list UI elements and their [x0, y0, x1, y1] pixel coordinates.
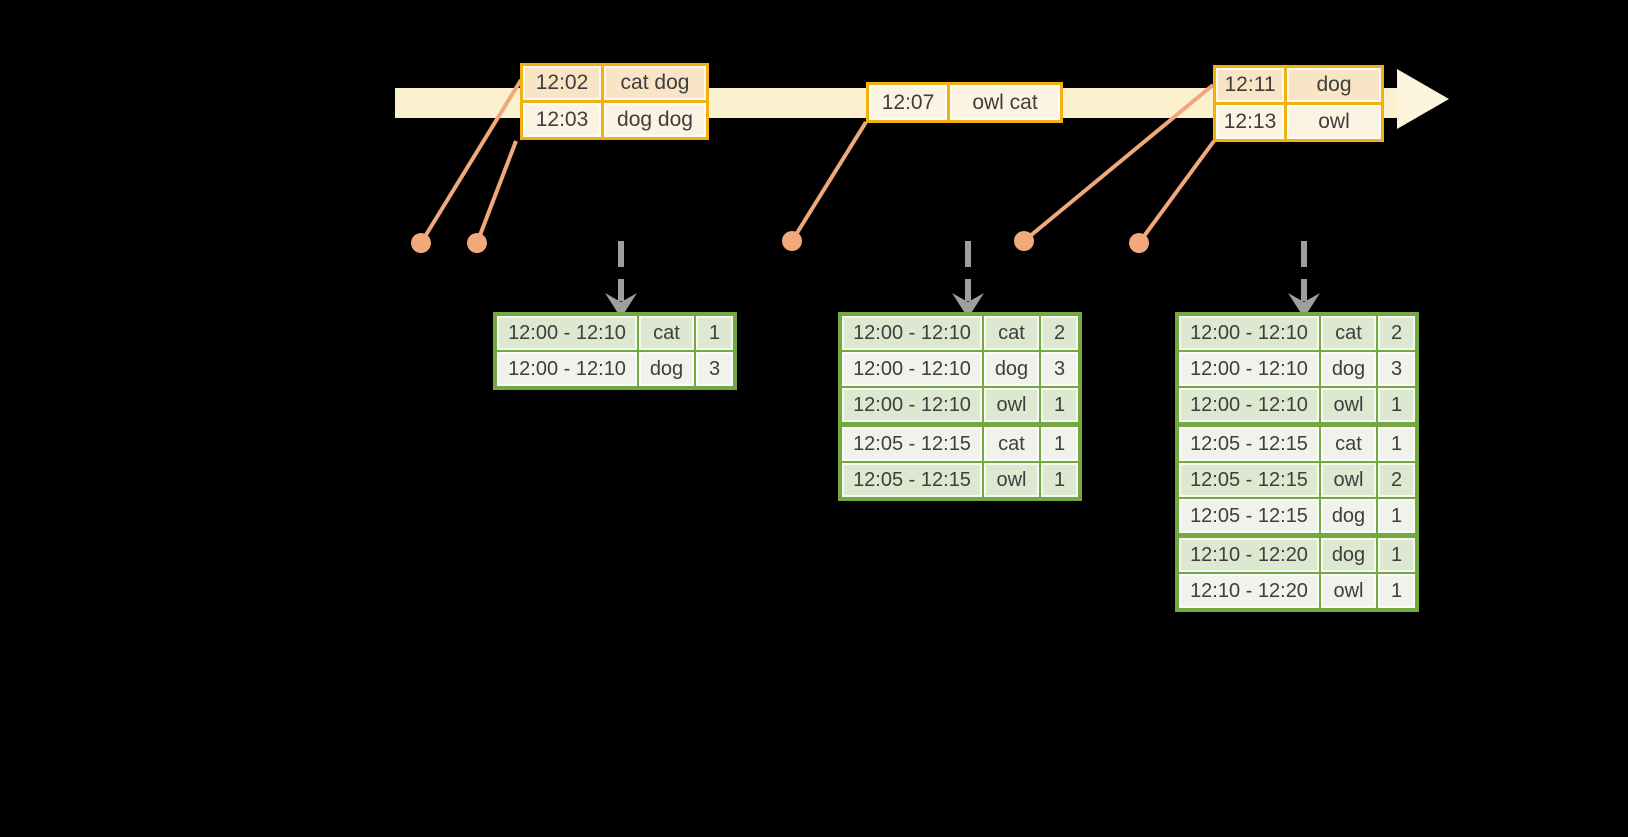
result-table-3: 12:00 - 12:10 cat 2 12:00 - 12:10 dog 3 … [1175, 312, 1419, 612]
event-connector-line [1022, 83, 1215, 243]
event-words-cell: dog [1284, 65, 1384, 105]
word-cell: dog [982, 350, 1041, 388]
count-cell: 2 [1376, 313, 1418, 352]
window-cell: 12:00 - 12:10 [1176, 313, 1321, 352]
event-dot [782, 231, 802, 251]
window-cell: 12:05 - 12:15 [1176, 497, 1321, 537]
event-connector-line [790, 120, 868, 243]
event-words-cell: dog dog [601, 100, 709, 140]
count-cell: 1 [1376, 386, 1418, 426]
count-cell: 1 [1376, 533, 1418, 574]
window-cell: 12:05 - 12:15 [1176, 422, 1321, 463]
window-cell: 12:05 - 12:15 [1176, 461, 1321, 499]
result-row: 12:05 - 12:15 cat 1 [1176, 422, 1418, 463]
result-row: 12:00 - 12:10 cat 2 [839, 313, 1081, 352]
event-time-cell: 12:07 [866, 82, 950, 123]
count-cell: 2 [1376, 461, 1418, 499]
window-cell: 12:00 - 12:10 [494, 313, 639, 352]
event-dot [411, 233, 431, 253]
count-cell: 1 [1376, 497, 1418, 537]
word-cell: dog [1319, 533, 1378, 574]
event-time-cell: 12:02 [520, 63, 604, 103]
trigger-arrowhead-icon [1288, 293, 1320, 318]
count-cell: 3 [1376, 350, 1418, 388]
event-row: 12:13 owl [1213, 102, 1384, 142]
trigger-arrows [605, 241, 1320, 318]
count-cell: 1 [1376, 572, 1418, 611]
word-cell: dog [637, 350, 696, 389]
word-cell: owl [1319, 461, 1378, 499]
window-cell: 12:00 - 12:10 [1176, 386, 1321, 426]
input-table-3: 12:11 dog 12:13 owl [1213, 65, 1384, 142]
count-cell: 1 [1039, 461, 1081, 500]
window-cell: 12:05 - 12:15 [839, 461, 984, 500]
word-cell: dog [1319, 497, 1378, 537]
word-cell: cat [982, 313, 1041, 352]
event-row: 12:03 dog dog [520, 100, 709, 140]
result-row: 12:10 - 12:20 owl 1 [1176, 572, 1418, 611]
count-cell: 3 [694, 350, 736, 389]
result-row: 12:00 - 12:10 dog 3 [1176, 350, 1418, 388]
timeline-arrowhead-icon [1397, 69, 1449, 129]
word-cell: cat [637, 313, 696, 352]
result-row: 12:00 - 12:10 dog 3 [494, 350, 736, 389]
word-cell: owl [1319, 386, 1378, 426]
window-cell: 12:00 - 12:10 [1176, 350, 1321, 388]
event-row: 12:11 dog [1213, 65, 1384, 105]
result-row: 12:05 - 12:15 owl 2 [1176, 461, 1418, 499]
event-connector-line [475, 140, 518, 244]
event-connector-line [1137, 139, 1216, 245]
trigger-arrowhead-icon [605, 293, 637, 318]
word-cell: dog [1319, 350, 1378, 388]
event-time-cell: 12:13 [1213, 102, 1287, 142]
event-words-cell: owl cat [947, 82, 1063, 123]
event-dot [1129, 233, 1149, 253]
event-row: 12:02 cat dog [520, 63, 709, 103]
window-cell: 12:10 - 12:20 [1176, 572, 1321, 611]
trigger-arrowhead-icon [952, 293, 984, 318]
input-table-1: 12:02 cat dog 12:03 dog dog [520, 63, 709, 140]
result-table-1: 12:00 - 12:10 cat 1 12:00 - 12:10 dog 3 [493, 312, 737, 390]
event-time-cell: 12:03 [520, 100, 604, 140]
result-row: 12:00 - 12:10 owl 1 [1176, 386, 1418, 426]
count-cell: 2 [1039, 313, 1081, 352]
event-connectors [419, 78, 1216, 245]
count-cell: 3 [1039, 350, 1081, 388]
event-row: 12:07 owl cat [866, 82, 1063, 123]
word-cell: owl [982, 461, 1041, 500]
word-cell: cat [1319, 313, 1378, 352]
result-row: 12:00 - 12:10 owl 1 [839, 386, 1081, 426]
word-cell: owl [982, 386, 1041, 426]
event-time-cell: 12:11 [1213, 65, 1287, 105]
word-cell: owl [1319, 572, 1378, 611]
result-row: 12:05 - 12:15 dog 1 [1176, 497, 1418, 537]
result-row: 12:10 - 12:20 dog 1 [1176, 533, 1418, 574]
event-dot [467, 233, 487, 253]
result-row: 12:05 - 12:15 cat 1 [839, 422, 1081, 463]
result-row: 12:00 - 12:10 cat 1 [494, 313, 736, 352]
count-cell: 1 [1039, 422, 1081, 463]
count-cell: 1 [694, 313, 736, 352]
result-row: 12:00 - 12:10 dog 3 [839, 350, 1081, 388]
input-table-2: 12:07 owl cat [866, 82, 1063, 123]
result-row: 12:05 - 12:15 owl 1 [839, 461, 1081, 500]
count-cell: 1 [1376, 422, 1418, 463]
window-cell: 12:00 - 12:10 [839, 386, 984, 426]
event-words-cell: owl [1284, 102, 1384, 142]
event-dots [411, 231, 1149, 253]
window-cell: 12:00 - 12:10 [839, 350, 984, 388]
word-cell: cat [1319, 422, 1378, 463]
window-cell: 12:10 - 12:20 [1176, 533, 1321, 574]
window-cell: 12:00 - 12:10 [494, 350, 639, 389]
result-row: 12:00 - 12:10 cat 2 [1176, 313, 1418, 352]
count-cell: 1 [1039, 386, 1081, 426]
word-cell: cat [982, 422, 1041, 463]
result-table-2: 12:00 - 12:10 cat 2 12:00 - 12:10 dog 3 … [838, 312, 1082, 501]
event-dot [1014, 231, 1034, 251]
event-words-cell: cat dog [601, 63, 709, 103]
window-cell: 12:00 - 12:10 [839, 313, 984, 352]
event-connector-line [419, 78, 523, 245]
window-cell: 12:05 - 12:15 [839, 422, 984, 463]
